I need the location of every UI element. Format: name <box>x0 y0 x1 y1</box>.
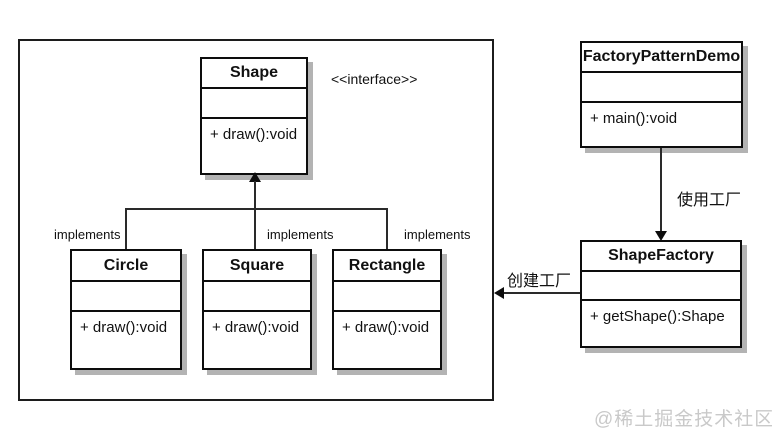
class-shape-title: Shape <box>202 59 306 89</box>
class-rectangle-methods: + draw():void <box>342 319 430 336</box>
class-rectangle-attributes <box>334 282 440 312</box>
create-factory-label: 创建工厂 <box>507 273 572 290</box>
class-square: Square + draw():void <box>202 249 312 370</box>
connector-line-circle <box>125 209 127 249</box>
arrow-left-icon <box>494 287 504 299</box>
class-factory-pattern-demo-attributes <box>582 73 741 103</box>
class-factory-pattern-demo-title: FactoryPatternDemo <box>582 43 741 73</box>
class-circle-title: Circle <box>72 251 180 282</box>
class-shape-factory-attributes <box>582 272 740 301</box>
watermark: @稀土掘金技术社区 <box>594 409 772 430</box>
class-shape: Shape + draw():void <box>200 57 308 175</box>
connector-line-create-factory <box>503 292 580 294</box>
class-circle-attributes <box>72 282 180 312</box>
implements-label-middle: implements <box>267 227 334 242</box>
class-shape-factory-title: ShapeFactory <box>582 242 740 272</box>
class-square-title: Square <box>204 251 310 282</box>
interface-stereotype-label: <<interface>> <box>331 71 418 87</box>
connector-line-square-to-shape <box>254 181 256 249</box>
implements-label-left: implements <box>54 227 121 242</box>
connector-line-rectangle <box>386 209 388 249</box>
class-rectangle-title: Rectangle <box>334 251 440 282</box>
class-circle-methods: + draw():void <box>80 319 168 336</box>
connector-line-use-factory <box>660 148 662 232</box>
class-shape-factory: ShapeFactory + getShape():Shape <box>580 240 742 348</box>
class-square-methods: + draw():void <box>212 319 300 336</box>
class-rectangle: Rectangle + draw():void <box>332 249 442 370</box>
arrow-up-icon <box>249 172 261 182</box>
class-factory-pattern-demo-methods: + main():void <box>590 110 678 127</box>
class-square-attributes <box>204 282 310 312</box>
class-shape-methods: + draw():void <box>210 126 298 143</box>
class-factory-pattern-demo: FactoryPatternDemo + main():void <box>580 41 743 148</box>
arrow-down-icon <box>655 231 667 241</box>
class-circle: Circle + draw():void <box>70 249 182 370</box>
implements-label-right: implements <box>404 227 471 242</box>
use-factory-label: 使用工厂 <box>677 192 742 209</box>
shapes-group-container <box>18 39 494 401</box>
class-shape-factory-methods: + getShape():Shape <box>590 308 725 325</box>
connector-line-horizontal <box>125 208 388 210</box>
class-shape-attributes <box>202 89 306 119</box>
